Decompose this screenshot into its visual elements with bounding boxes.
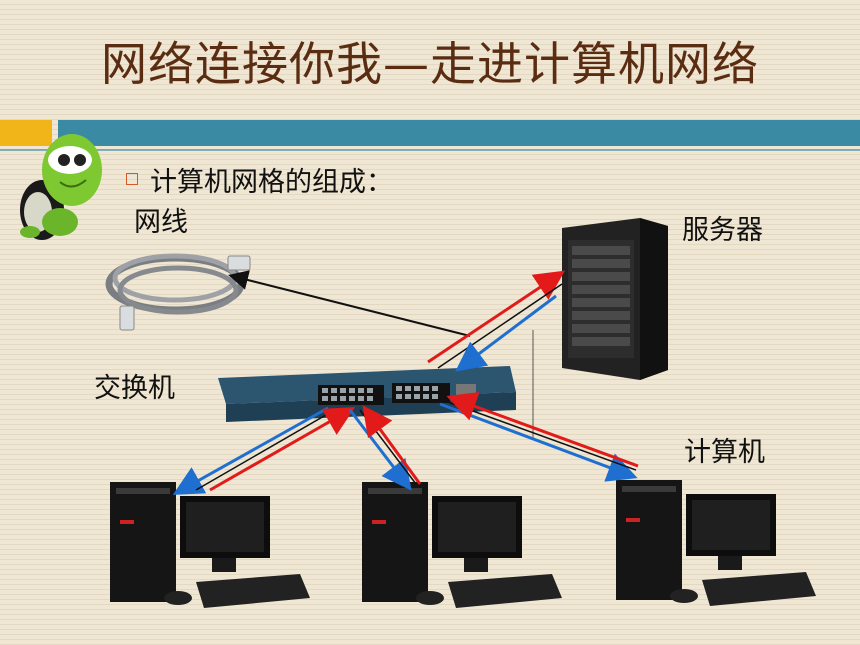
bullet-square-icon <box>126 173 138 185</box>
network-cable-icon <box>105 253 251 331</box>
bullet-text: 计算机网格的组成： <box>150 167 393 198</box>
computer-icon <box>110 482 310 608</box>
header-divider <box>0 149 860 151</box>
computer-icon <box>362 482 562 608</box>
switch-label: 交换机 <box>94 373 175 404</box>
computer-label: 计算机 <box>684 437 765 468</box>
switch-icon <box>218 366 516 422</box>
header-accent-teal <box>58 120 860 146</box>
slide-title: 网络连接你我—走进计算机网络 <box>101 37 759 91</box>
cable-label: 网线 <box>134 207 188 238</box>
header-accent-orange <box>0 120 52 146</box>
server-label: 服务器 <box>682 215 763 246</box>
server-icon <box>562 218 668 380</box>
turtle-mascot-icon <box>20 134 102 240</box>
computer-icon <box>616 480 816 606</box>
